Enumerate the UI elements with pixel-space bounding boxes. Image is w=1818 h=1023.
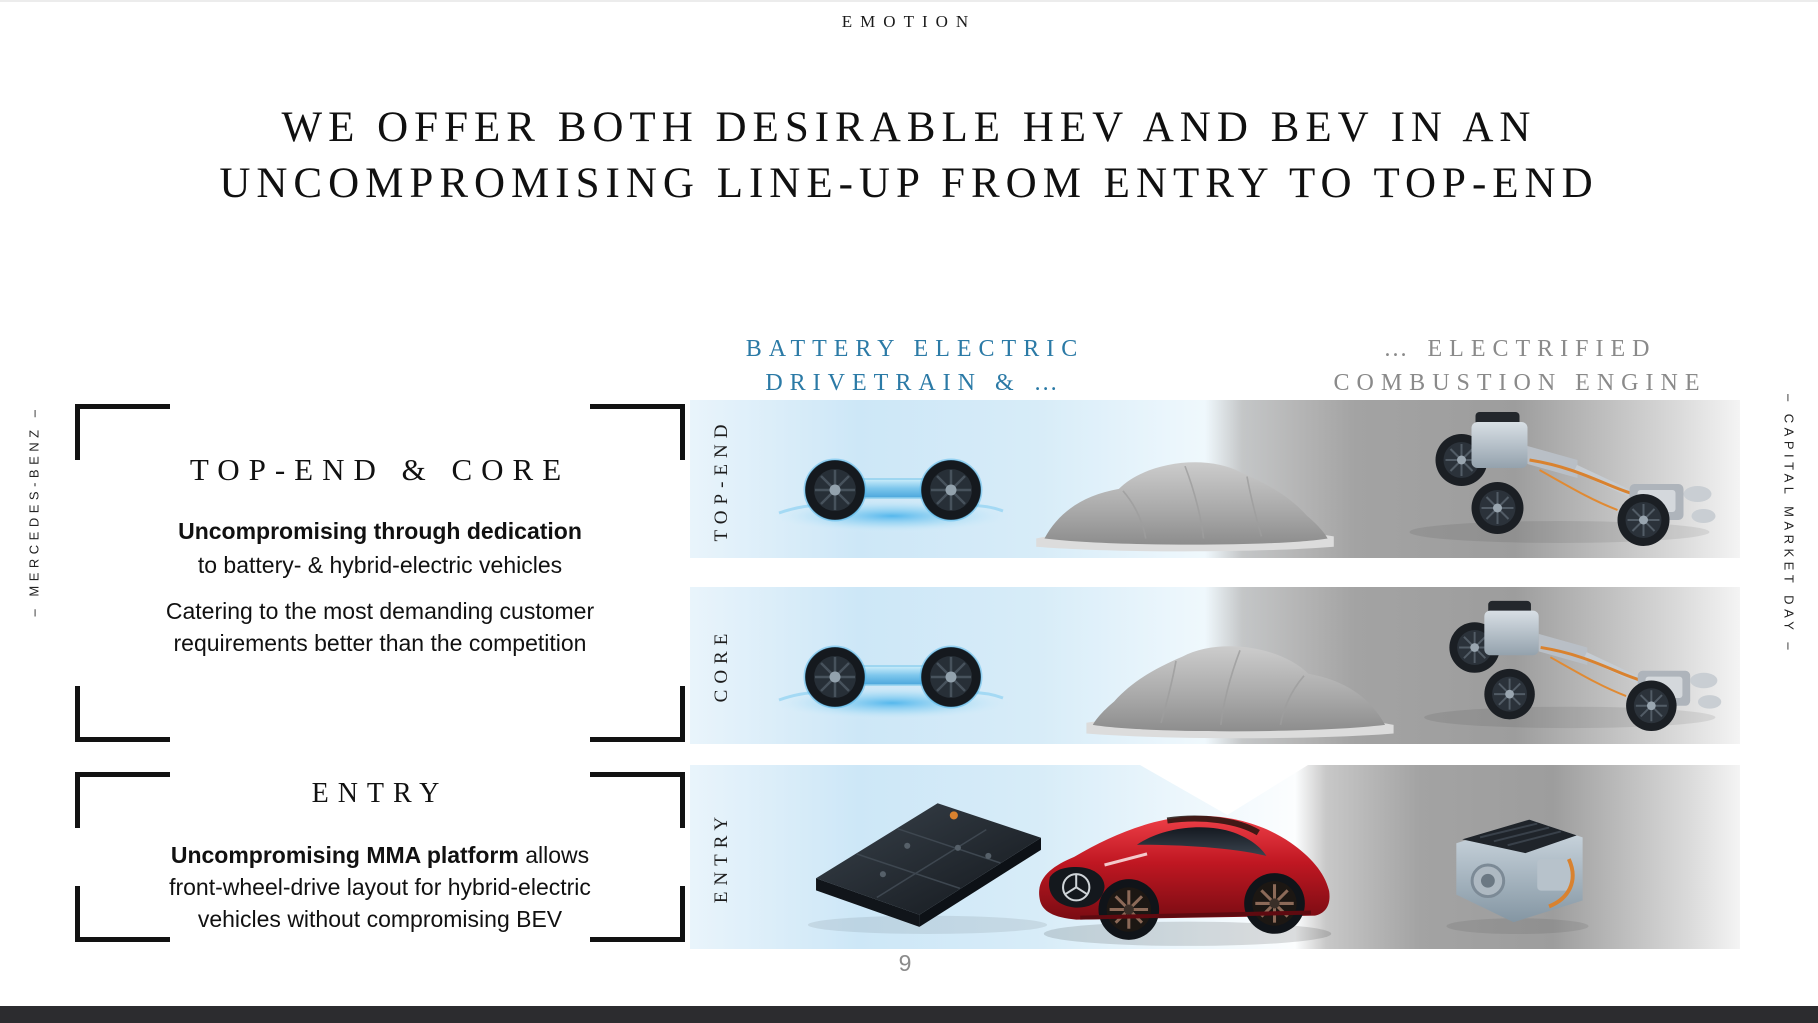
column-header-bev-line2: DRIVETRAIN & … [765,370,1065,396]
hybrid-drivetrain-illustration [1409,412,1716,547]
section2-lead: Uncompromising MMA platform allows [75,840,685,870]
bottom-bar [0,1006,1818,1023]
section-heading-entry: ENTRY [311,778,449,809]
battery-pack-illustration [807,803,1048,934]
section1-para-line1: Catering to the most demanding customer [165,598,595,624]
column-header-ice-line1: … ELECTRIFIED [1383,336,1657,362]
section2-para-line1: front-wheel-drive layout for hybrid-elec… [169,874,591,900]
bracket-corner [75,404,170,460]
bracket-corner [590,772,685,828]
column-header-ice-line2: COMBUSTION ENGINE [1333,370,1707,396]
covered-car-illustration [1086,646,1394,739]
section2-lead-tail: allows [518,842,590,868]
section2-para-line2: vehicles without compromising BEV [197,906,563,932]
bracket-frame-entry [75,772,685,942]
brand-vertical-label: – MERCEDES-BENZ – [26,405,42,617]
page-title-line1: WE OFFER BOTH DESIRABLE HEV AND BEV IN A… [281,104,1537,151]
bracket-corner [590,404,685,460]
bracket-corner [75,686,170,742]
eyebrow-label: EMOTION [841,12,977,31]
covered-car-illustration [1036,462,1334,552]
section2-lead-bold: Uncompromising MMA platform [170,842,519,868]
ev-platform-illustration [770,458,1014,533]
bracket-corner [590,686,685,742]
section1-lead-bold: Uncompromising through dedication [178,518,582,544]
row-label-entry: ENTRY [711,810,732,904]
event-vertical-label: – CAPITAL MARKET DAY – [1781,393,1797,655]
column-header-ice: … ELECTRIFIED COMBUSTION ENGINE [1280,332,1760,400]
section1-lead-line2: to battery- & hybrid-electric vehicles [197,552,563,578]
combustion-engine-illustration [1446,819,1589,935]
bracket-corner [75,772,170,828]
page-title: WE OFFER BOTH DESIRABLE HEV AND BEV IN A… [209,100,1609,212]
row-label-top-end: TOP-END [711,418,732,542]
row-label-core: CORE [711,627,732,703]
section-heading-top-end-core: TOP-END & CORE [189,452,571,487]
page-number: 9 [898,950,912,976]
hybrid-drivetrain-illustration [1424,600,1722,732]
ev-platform-illustration [770,645,1014,720]
bracket-corner [590,886,685,942]
bracket-frame-top-end-core [75,404,685,742]
bracket-corner [75,886,170,942]
page-title-line2: UNCOMPROMISING LINE-UP FROM ENTRY TO TOP… [219,160,1599,207]
column-header-bev: BATTERY ELECTRIC DRIVETRAIN & … [690,332,1140,400]
red-concept-car-illustration [1039,815,1332,946]
column-header-bev-line1: BATTERY ELECTRIC [745,336,1085,362]
section1-para-line2: requirements better than the competition [173,630,587,656]
